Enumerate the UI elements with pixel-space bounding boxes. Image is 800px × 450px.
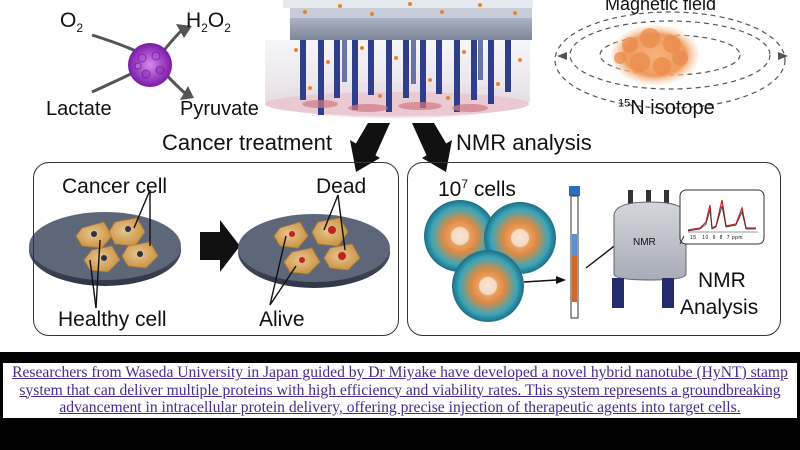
nmr-cells xyxy=(424,200,556,322)
healthy-cell-label: Healthy cell xyxy=(58,308,167,331)
cancer-plate-before xyxy=(29,212,181,286)
magnetic-field-diagram xyxy=(554,11,788,109)
nmr-magnet xyxy=(612,190,687,308)
cancer-cell-label: Cancer cell xyxy=(62,175,168,198)
nmr-analysis-label: NMR analysis xyxy=(456,130,592,155)
magnetic-field-label: Magnetic field xyxy=(605,0,717,14)
cancer-treatment-label: Cancer treatment xyxy=(162,130,332,155)
nmr-analysis-line2: Analysis xyxy=(680,296,759,319)
protein-dots xyxy=(294,2,522,100)
caption-text: Researchers from Waseda University in Ja… xyxy=(3,363,797,418)
progress-arrow xyxy=(200,220,240,272)
figure-illustration: O2 H2O2 Lactate Pyruvate Magnetic field … xyxy=(29,0,788,336)
nmr-tube xyxy=(569,186,580,319)
cancer-plate-after xyxy=(238,214,390,288)
isotope-label: 15N isotope xyxy=(618,97,715,119)
figure-graphics xyxy=(29,0,788,322)
cell-layer xyxy=(302,100,488,112)
nanotube-array xyxy=(300,40,511,115)
hydrogen-peroxide-label: H2O2 xyxy=(186,9,231,36)
cell-count-label: 107 cells xyxy=(438,177,516,201)
left-panel-pointers xyxy=(89,189,346,309)
pyruvate-label: Pyruvate xyxy=(180,98,259,120)
cancer-treatment-panel xyxy=(33,162,399,336)
dead-label: Dead xyxy=(316,175,367,198)
nmr-analysis-panel xyxy=(407,162,781,336)
spectrum-tick-labels: 15 10 9 8 7 ppm xyxy=(690,235,744,241)
nmr-analysis-line1: NMR xyxy=(698,269,746,292)
enzyme-reaction-diagram xyxy=(91,24,194,100)
lactate-label: Lactate xyxy=(46,98,112,120)
alive-label: Alive xyxy=(259,308,305,331)
oxygen-label: O2 xyxy=(60,9,84,36)
nmr-spectrum-inset xyxy=(679,189,765,245)
caption-banner: Researchers from Waseda University in Ja… xyxy=(0,352,800,450)
enzyme-icon xyxy=(128,43,172,87)
nmr-magnet-label: NMR xyxy=(633,237,656,248)
nanotube-stamp xyxy=(265,0,533,118)
